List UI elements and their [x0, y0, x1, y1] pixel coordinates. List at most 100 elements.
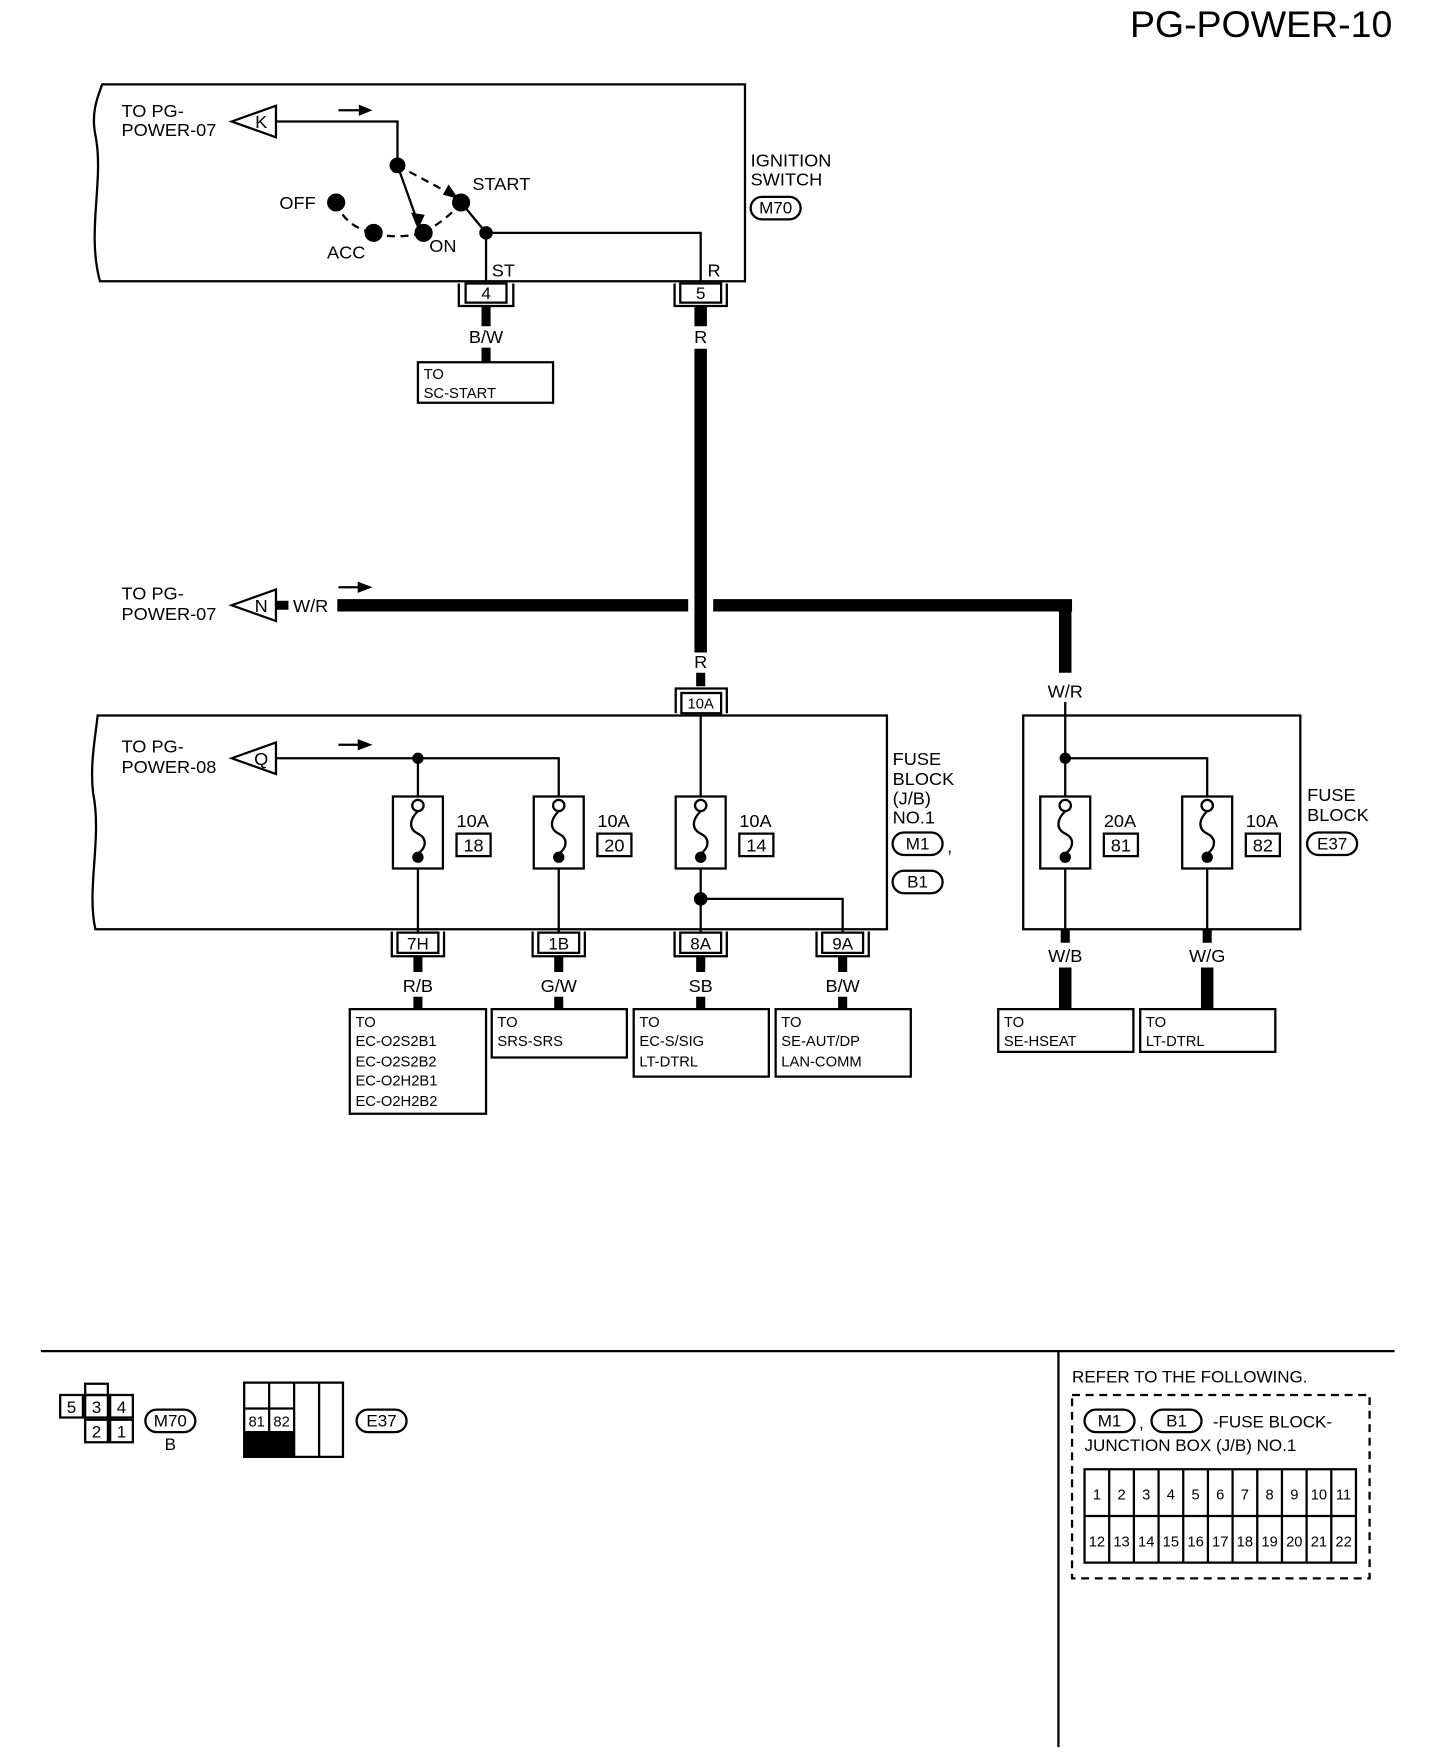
pos-off: OFF: [279, 193, 315, 213]
m70-cell-1: 1: [117, 1423, 126, 1442]
svg-text:,: ,: [1139, 1414, 1144, 1433]
refer-grid-cell-20: 20: [1286, 1534, 1302, 1550]
refer-grid-cell-2: 2: [1117, 1488, 1125, 1504]
terminal-st: 4: [457, 282, 515, 308]
junction-to-label-1: TO PG-: [122, 584, 184, 604]
fuse-82-num: 82: [1253, 836, 1273, 856]
fuse-20: 10A 20: [532, 795, 633, 870]
pin-st-label: ST: [492, 261, 515, 281]
m70-view-label: M70: [154, 1412, 187, 1431]
refer-grid-cell-5: 5: [1192, 1488, 1200, 1504]
refer-grid-cell-11: 11: [1336, 1488, 1351, 1504]
fb1-name-4: NO.1: [893, 808, 935, 828]
dest-7h-4: EC-O2H2B1: [355, 1074, 437, 1090]
refer-connector-b1: B1: [1166, 1412, 1187, 1431]
input-terminal: 10A: [688, 697, 714, 713]
connector-arrow-k: [228, 104, 278, 139]
junction-to-label-2: POWER-07: [122, 604, 217, 624]
fuse-block-e37: 20A 81 10A 82 FUSE BLOCK E37: [1022, 714, 1369, 931]
page-id: PG-POWER-10: [1130, 3, 1392, 45]
m70-cell-5: 5: [67, 1398, 76, 1417]
refer-grid-cell-21: 21: [1311, 1534, 1327, 1550]
pos-on: ON: [429, 236, 456, 256]
fb1-output-8a: 8A SB TO EC-S/SIG LT-DTRL: [632, 931, 770, 1078]
connector-letter-k: K: [255, 112, 267, 132]
terminal-r: 5: [673, 282, 728, 308]
fb1-to-label-2: POWER-08: [122, 757, 217, 777]
dest-1b-1: TO: [497, 1015, 517, 1031]
junction: TO PG- POWER-07 N W/R W/R R: [122, 581, 1083, 716]
fb1-name-1: FUSE: [893, 749, 941, 769]
e37-connector: E37: [1317, 834, 1347, 853]
fuse-14-num: 14: [746, 836, 766, 856]
dest-7h-1: TO: [355, 1015, 375, 1031]
terminal-7h: 7H: [407, 935, 429, 954]
pos-acc: ACC: [327, 243, 365, 263]
refer-grid-cell-14: 14: [1138, 1534, 1154, 1550]
fuse-81: 20A 81: [1039, 795, 1140, 870]
dest-82-1: TO: [1146, 1015, 1166, 1031]
refer-panel: REFER TO THE FOLLOWING. M1 , B1 -FUSE BL…: [1070, 1368, 1371, 1580]
m70-cell-3: 3: [92, 1398, 101, 1417]
fb1-output-7h: 7H R/B TO EC-O2S2B1 EC-O2S2B2 EC-O2H2B1 …: [348, 931, 488, 1115]
refer-grid-cell-12: 12: [1089, 1534, 1105, 1550]
dest-9a-2: SE-AUT/DP: [781, 1034, 860, 1050]
refer-grid-cell-1: 1: [1093, 1488, 1101, 1504]
fuse-81-num: 81: [1111, 836, 1131, 856]
refer-grid-cell-19: 19: [1261, 1534, 1277, 1550]
connector-letter-n: N: [255, 596, 268, 616]
refer-grid-cell-15: 15: [1163, 1534, 1179, 1550]
refer-connector-m1: M1: [1098, 1412, 1122, 1431]
refer-grid-cell-10: 10: [1311, 1488, 1327, 1504]
fuse-18-num: 18: [463, 836, 483, 856]
fuse-20-num: 20: [604, 836, 624, 856]
svg-text:,: ,: [947, 837, 952, 857]
dest-81-2: SE-HSEAT: [1004, 1034, 1077, 1050]
refer-grid-cell-3: 3: [1142, 1488, 1150, 1504]
dest-st-2: SC-START: [424, 386, 496, 402]
dest-9a-1: TO: [781, 1015, 801, 1031]
fb1-connector-m1: M1: [906, 834, 930, 853]
refer-heading: REFER TO THE FOLLOWING.: [1072, 1368, 1307, 1387]
wire-9a: B/W: [825, 976, 859, 996]
refer-grid-cell-22: 22: [1335, 1534, 1351, 1550]
wire-82: W/G: [1189, 946, 1225, 966]
wire-junction-left: W/R: [293, 596, 328, 616]
wire-7h: R/B: [403, 976, 433, 996]
terminal-8a: 8A: [690, 935, 712, 954]
dest-8a-3: LT-DTRL: [639, 1055, 698, 1071]
wire-junction-right: W/R: [1048, 682, 1083, 702]
pin-r: 5: [696, 284, 705, 303]
terminal-9a: 9A: [832, 935, 854, 954]
dest-st-1: TO: [424, 367, 444, 383]
m70-cell-2: 2: [92, 1423, 101, 1442]
fb1-to-label-1: TO PG-: [122, 737, 184, 757]
fb1-name-2: BLOCK: [893, 769, 955, 789]
refer-grid-cell-17: 17: [1212, 1534, 1228, 1550]
wire-junction-down: R: [694, 652, 707, 672]
terminal-10a: 10A: [674, 687, 728, 715]
dest-7h-3: EC-O2S2B2: [355, 1055, 436, 1071]
refer-grid-cell-4: 4: [1167, 1488, 1175, 1504]
dest-8a-1: TO: [639, 1015, 659, 1031]
fuse-82: 10A 82: [1181, 795, 1282, 870]
fuse-18: 10A 18: [391, 795, 492, 870]
dest-7h-2: EC-O2S2B1: [355, 1034, 436, 1050]
dest-82-2: LT-DTRL: [1146, 1034, 1205, 1050]
ignition-name-2: SWITCH: [751, 170, 823, 190]
e37-cell-82: 82: [273, 1415, 289, 1431]
wire-8a: SB: [689, 976, 713, 996]
arrow-right-icon: [358, 104, 373, 116]
pin-r-label: R: [708, 261, 721, 281]
ignition-to-label-2: POWER-07: [122, 120, 217, 140]
fuse-14: 10A 14: [674, 795, 775, 870]
ignition-name-1: IGNITION: [751, 151, 832, 171]
e37-output-81: W/B TO SE-HSEAT: [997, 929, 1135, 1053]
wire-81: W/B: [1048, 946, 1082, 966]
refer-grid-cell-9: 9: [1290, 1488, 1298, 1504]
pos-start: START: [472, 174, 530, 194]
m70-view-sub: B: [165, 1435, 176, 1454]
fuse-14-amp: 10A: [739, 811, 772, 831]
fb1-output-1b: 1B G/W TO SRS-SRS: [490, 931, 629, 1059]
